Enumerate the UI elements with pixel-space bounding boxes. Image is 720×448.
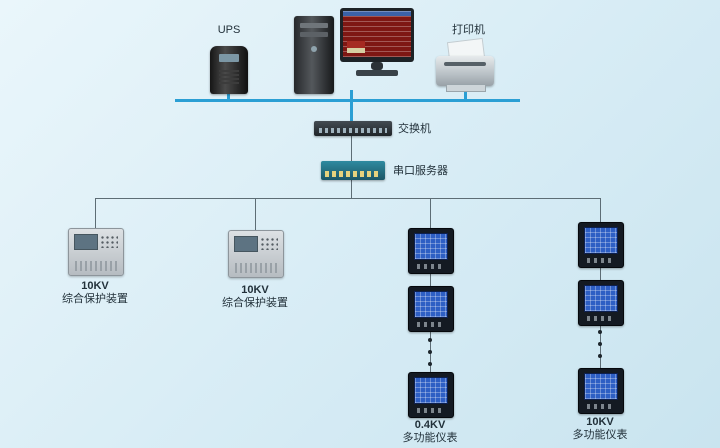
ellipsis-dot [428,338,432,342]
monitor-screen-titlebar [343,11,411,16]
pc-power-button-icon [311,46,317,52]
switch-label: 交换机 [398,123,431,135]
serial-server-label: 串口服务器 [393,165,448,177]
printer-label: 打印机 [452,24,485,36]
meter-screen [584,285,618,312]
pc-drive-bay [300,23,328,28]
meter-screen [584,227,618,254]
computer-drop-line [350,90,353,100]
ellipsis-dot [598,342,602,346]
printer-tray [446,84,486,92]
protection1-drop-wire [95,198,96,228]
meter-screen [414,291,448,318]
switch-to-serial-wire [351,136,352,162]
switch-ports [319,128,387,133]
meter-screen [584,373,618,400]
monitor-stand-neck [371,62,383,70]
switch-drop-line [350,101,353,121]
meter-buttons [587,404,615,409]
serial-to-branch-wire [351,180,352,198]
multifunction-meter-icon [408,286,454,332]
ups-vents [219,68,239,84]
top-network-bus-line [175,99,520,102]
serial-server-ports [325,171,381,177]
protection-device-keypad [100,235,118,248]
multifunction-meter-icon [578,222,624,268]
ups-device-icon [210,46,248,94]
meter-buttons [587,316,615,321]
meter-buttons [417,264,445,269]
serial-server-icon [321,161,385,180]
protection2-drop-wire [255,198,256,230]
protection2-name-label: 综合保护装置 [222,297,288,309]
printer-drop-line [464,92,467,100]
multifunction-meter-icon [408,372,454,418]
protection-device-vents [75,261,117,271]
printer-icon [436,37,494,92]
multifunction-meter-icon [408,228,454,274]
meters10-name-label: 多功能仪表 [572,429,628,441]
meter-screen [414,377,448,404]
meter-screen [414,233,448,260]
monitor-screen-chart [347,41,365,53]
meter-buttons [587,258,615,263]
ups-label: UPS [217,24,241,36]
ups-display [219,54,239,62]
ellipsis-dot [598,330,602,334]
meters04-voltage-label: 0.4KV [414,419,446,431]
protection1-voltage-label: 10KV [81,280,109,292]
protection-device-icon [68,228,124,276]
multifunction-meter-icon [578,280,624,326]
monitor-screen [343,11,411,57]
meter-buttons [417,408,445,413]
protection-device-icon [228,230,284,278]
protection-device-vents [235,263,277,273]
ellipsis-dot [428,362,432,366]
meters04-name-label: 多功能仪表 [402,432,458,444]
ups-drop-line [227,94,230,100]
monitor-stand-base [356,70,398,76]
protection-device-screen [74,234,98,250]
meter-buttons [417,322,445,327]
monitor-icon [340,8,414,62]
protection1-name-label: 综合保护装置 [62,293,128,305]
protection-device-keypad [260,237,278,250]
branch-bus-wire [95,198,601,199]
printer-output-slot [444,62,486,66]
protection-device-screen [234,236,258,252]
protection2-voltage-label: 10KV [241,284,269,296]
ellipsis-dot [598,354,602,358]
ellipsis-dot [428,350,432,354]
pc-drive-bay [300,32,328,37]
meters10-voltage-label: 10KV [586,416,614,428]
switch-device-icon [314,121,392,136]
printer-body [436,56,494,86]
pc-tower-icon [294,16,334,94]
multifunction-meter-icon [578,368,624,414]
